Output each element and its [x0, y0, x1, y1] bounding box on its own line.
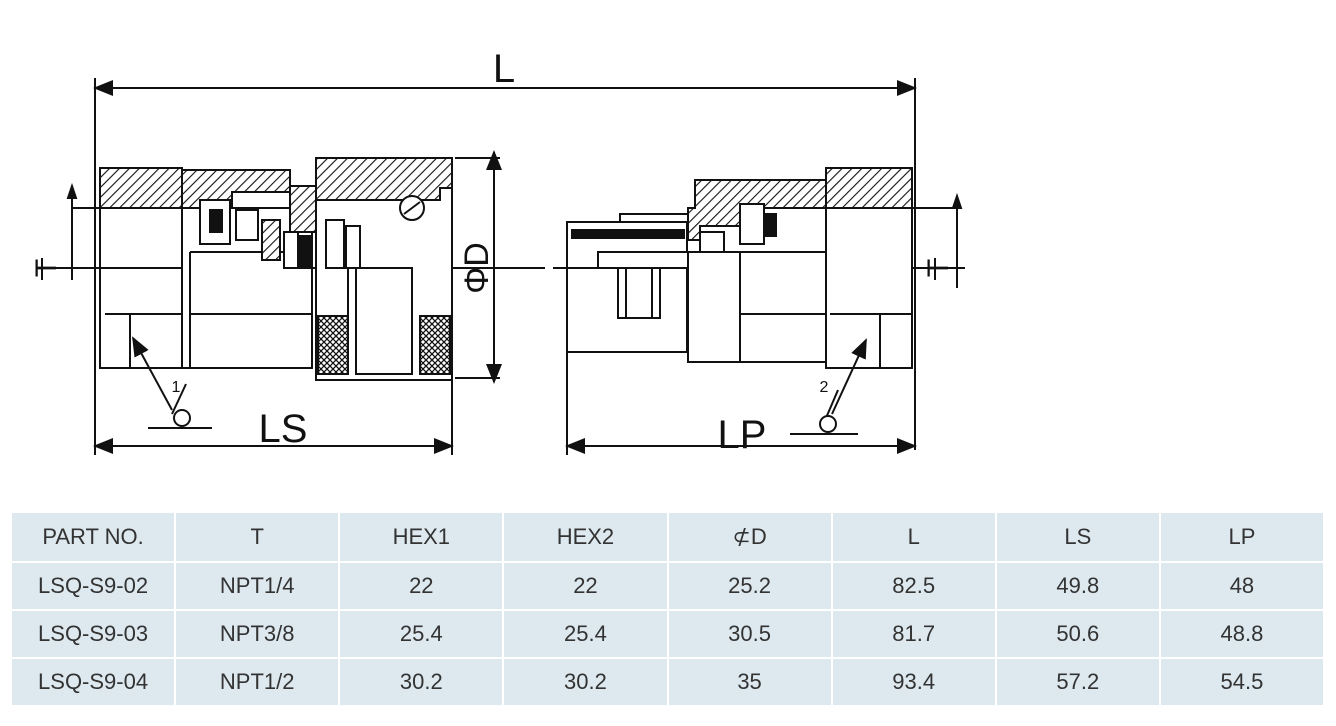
plug-length-label: LP [718, 413, 767, 457]
header-ls: LS [994, 511, 1161, 563]
table-cell: 48 [1158, 561, 1326, 611]
table-cell: 49.8 [994, 561, 1161, 611]
table-cell: 81.7 [830, 609, 997, 659]
hex-marker-2: 2 [820, 379, 829, 396]
thread-right-label: T [922, 259, 955, 277]
table-cell: 22 [338, 561, 505, 611]
table-cell: 25.4 [338, 609, 505, 659]
table-cell: LSQ-S9-02 [9, 561, 177, 611]
table-row: LSQ-S9-03 NPT3/8 25.4 25.4 30.5 81.7 50.… [9, 609, 1326, 659]
header-diameter: ⊄D [666, 511, 833, 563]
table-cell: 30.5 [666, 609, 833, 659]
header-part-no: PART NO. [9, 511, 177, 563]
specification-table: PART NO. T HEX1 HEX2 ⊄D L LS LP LSQ-S9-0… [9, 511, 1326, 707]
table-header-row: PART NO. T HEX1 HEX2 ⊄D L LS LP [9, 511, 1326, 563]
table-cell: LSQ-S9-04 [9, 657, 177, 707]
table-cell: 82.5 [830, 561, 997, 611]
coupling-technical-drawing: L LS LP ΦD T T 1 2 [30, 47, 965, 457]
table-row: LSQ-S9-02 NPT1/4 22 22 25.2 82.5 49.8 48 [9, 561, 1326, 611]
socket-length-label: LS [259, 407, 308, 451]
table-cell: 25.2 [666, 561, 833, 611]
table-cell: 30.2 [502, 657, 669, 707]
header-lp: LP [1158, 511, 1326, 563]
table-cell: 48.8 [1158, 609, 1326, 659]
table-row: LSQ-S9-04 NPT1/2 30.2 30.2 35 93.4 57.2 … [9, 657, 1326, 707]
table-cell: 35 [666, 657, 833, 707]
table-cell: NPT1/2 [174, 657, 341, 707]
header-t: T [174, 511, 341, 563]
table-cell: NPT3/8 [174, 609, 341, 659]
hex-marker-1: 1 [172, 379, 181, 396]
thread-left-label: T [30, 259, 63, 277]
header-hex1: HEX1 [338, 511, 505, 563]
table-cell: LSQ-S9-03 [9, 609, 177, 659]
table-cell: 57.2 [994, 657, 1161, 707]
table-cell: 30.2 [338, 657, 505, 707]
table-cell: 25.4 [502, 609, 669, 659]
table-cell: 54.5 [1158, 657, 1326, 707]
header-hex2: HEX2 [502, 511, 669, 563]
table-cell: 22 [502, 561, 669, 611]
table-cell: NPT1/4 [174, 561, 341, 611]
overall-length-label: L [493, 47, 515, 91]
header-l: L [830, 511, 997, 563]
diameter-label: ΦD [458, 242, 496, 294]
table-cell: 93.4 [830, 657, 997, 707]
table-cell: 50.6 [994, 609, 1161, 659]
